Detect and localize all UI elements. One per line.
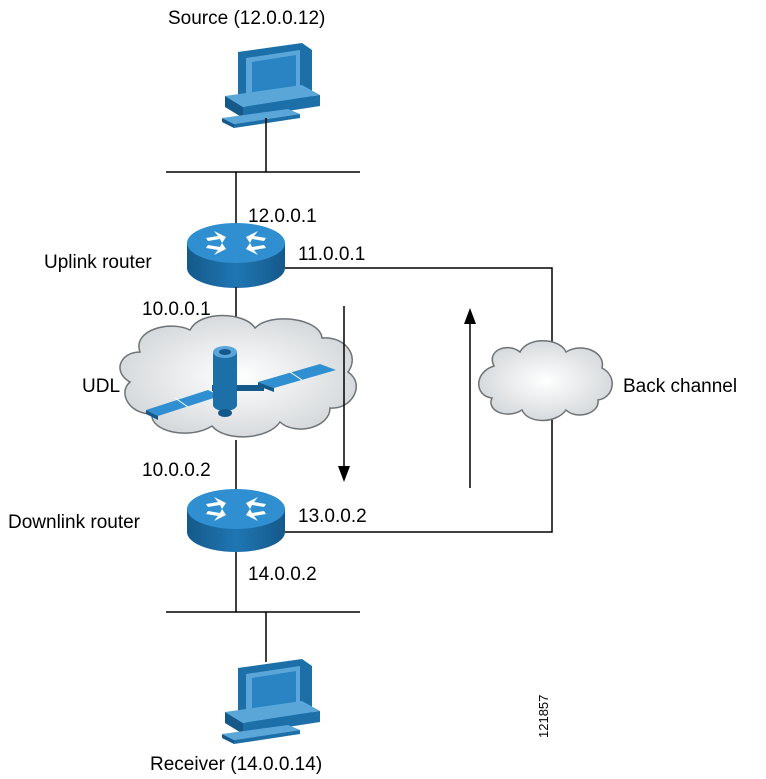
- downlink-router-icon: [187, 489, 285, 552]
- uplink-router-label: Uplink router: [44, 252, 152, 273]
- back-channel-cloud-icon: [478, 340, 613, 422]
- downlink-top-address: 10.0.0.2: [142, 460, 211, 481]
- source-label: Source (12.0.0.12): [168, 8, 325, 29]
- return-direction-arrow: [464, 308, 476, 488]
- uplink-router-icon: [187, 223, 285, 288]
- downlink-direction-arrow: [338, 306, 350, 482]
- back-channel-link-lower: [285, 400, 553, 533]
- back-channel-label: Back channel: [623, 376, 737, 397]
- uplink-top-address: 12.0.0.1: [248, 206, 317, 227]
- satellite-icon: [146, 346, 336, 420]
- receiver-label: Receiver (14.0.0.14): [150, 754, 322, 775]
- receiver-workstation-icon: [222, 659, 320, 744]
- back-channel-link: [285, 267, 553, 356]
- udl-label: UDL: [82, 376, 120, 397]
- downlink-router-label: Downlink router: [8, 512, 141, 533]
- downlink-right-address: 13.0.0.2: [298, 506, 367, 527]
- figure-id: 121857: [536, 695, 551, 738]
- uplink-bottom-address: 10.0.0.1: [142, 299, 211, 320]
- uplink-right-address: 11.0.0.1: [298, 244, 365, 265]
- downlink-bottom-address: 14.0.0.2: [248, 564, 317, 585]
- source-workstation-icon: [222, 43, 320, 128]
